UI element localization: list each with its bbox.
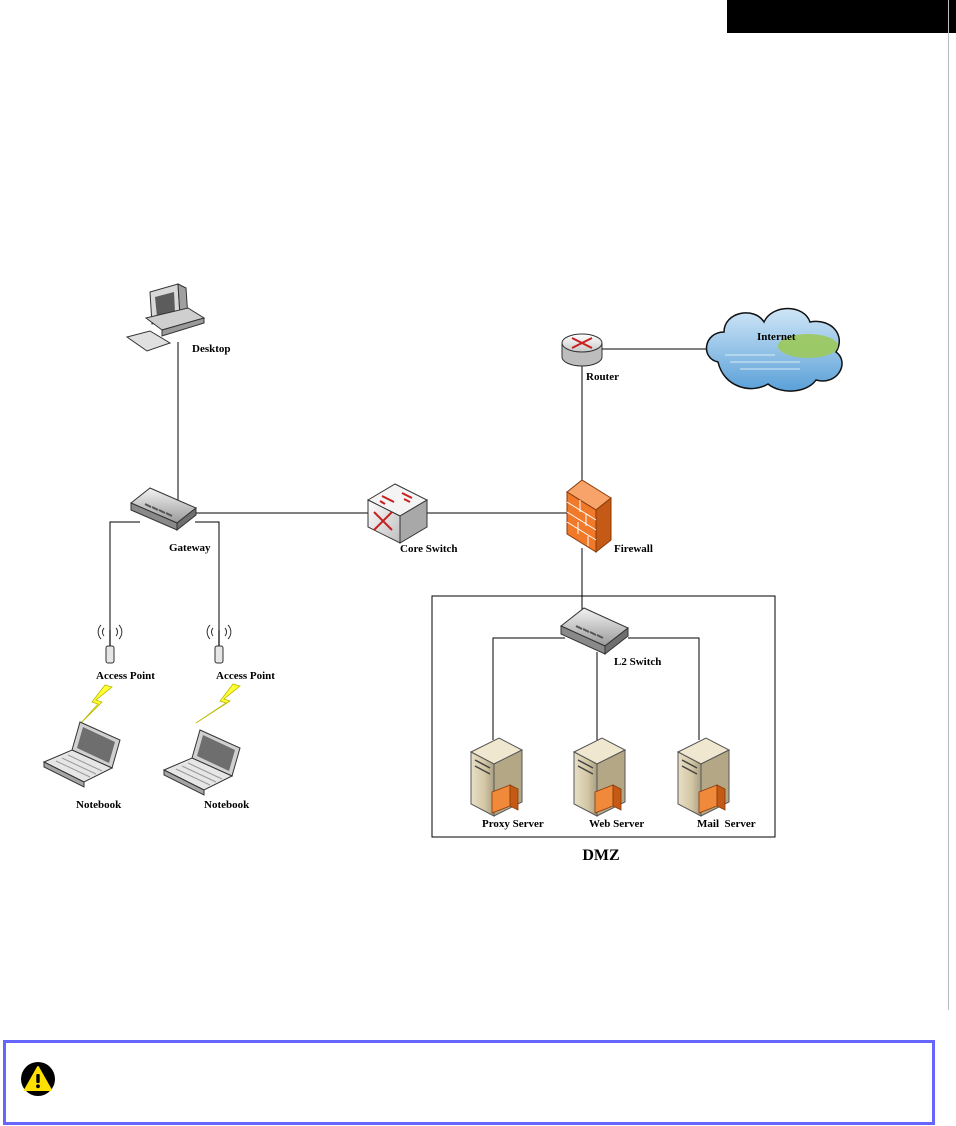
- access-point-icon: [207, 625, 231, 663]
- access-point-2-label: Access Point: [216, 670, 275, 682]
- gateway-label: Gateway: [169, 542, 211, 554]
- core-switch-icon: [368, 484, 427, 543]
- proxy-server-label: Proxy Server: [482, 818, 544, 830]
- lightning-icon: [196, 684, 240, 723]
- router-label: Router: [586, 371, 619, 383]
- core-switch-label: Core Switch: [400, 543, 458, 555]
- link-gateway-ap1: [110, 522, 140, 640]
- desktop-icon: [127, 284, 204, 351]
- desktop-label: Desktop: [192, 343, 231, 355]
- access-point-1-label: Access Point: [96, 670, 155, 682]
- l2-switch-label: L2 Switch: [614, 656, 661, 668]
- network-diagram: DMZ Desktop Gateway Core Switch Firewall: [0, 0, 956, 1030]
- firewall-icon: [567, 480, 611, 552]
- warning-icon: [20, 1061, 56, 1097]
- firewall-label: Firewall: [614, 543, 653, 555]
- warning-box: [3, 1040, 935, 1125]
- server-icon: [574, 738, 625, 816]
- lightning-icon: [80, 685, 112, 724]
- link-l2-mail: [628, 638, 699, 740]
- notebook-icon: [44, 722, 120, 787]
- notebook-1-label: Notebook: [76, 799, 122, 811]
- access-point-icon: [98, 625, 122, 663]
- switch-icon: [131, 488, 196, 530]
- notebook-icon: [164, 730, 240, 795]
- dmz-label: DMZ: [582, 847, 619, 864]
- connection-lines: [110, 342, 712, 740]
- server-icon: [678, 738, 729, 816]
- web-server-label: Web Server: [589, 818, 644, 830]
- mail-server-label: Mail Server: [697, 818, 756, 830]
- switch-icon: [561, 608, 628, 654]
- cloud-icon: [707, 309, 843, 392]
- link-gateway-ap2: [195, 522, 219, 640]
- link-l2-proxy: [493, 638, 565, 740]
- notebook-2-label: Notebook: [204, 799, 250, 811]
- router-icon: [562, 334, 602, 366]
- server-icon: [471, 738, 522, 816]
- internet-label: Internet: [757, 331, 796, 343]
